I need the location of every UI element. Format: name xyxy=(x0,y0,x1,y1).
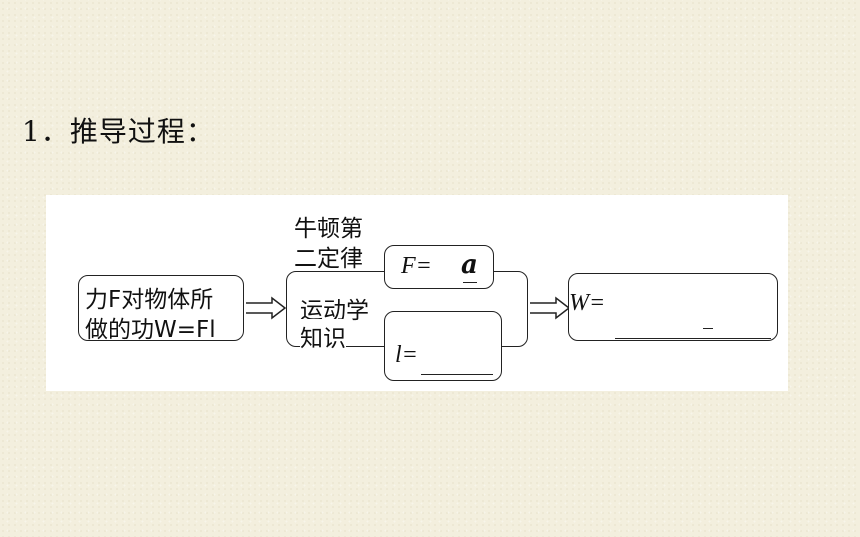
work-result-blank xyxy=(615,338,771,339)
arrow-right-icon xyxy=(530,296,571,320)
displacement-formula-prefix: l= xyxy=(395,342,418,368)
work-definition-box: 力F对物体所 做的功W=Fl xyxy=(78,275,244,343)
force-formula-box: F= a xyxy=(384,245,494,289)
force-formula-prefix: F= xyxy=(401,253,432,279)
work-definition-line1: 力F对物体所 xyxy=(85,287,214,313)
newton-law-label-line2: 二定律 xyxy=(294,246,363,272)
force-formula-value: a xyxy=(461,250,478,280)
page-heading: 1．推导过程： xyxy=(22,115,215,148)
displacement-formula-box: l= xyxy=(384,311,502,381)
derivation-diagram: 力F对物体所 做的功W=Fl 牛顿第 二定律 运动学 知识 F= a l= W= xyxy=(46,195,788,391)
work-definition-line2: 做的功W=Fl xyxy=(85,317,216,343)
arrow-right-icon xyxy=(246,296,287,320)
kinematics-label-line2: 知识 xyxy=(300,319,346,353)
newton-law-label-line1: 牛顿第 xyxy=(294,216,363,242)
work-result-tick xyxy=(703,328,713,329)
work-result-box: W= xyxy=(568,273,778,341)
work-result-prefix: W= xyxy=(569,290,606,316)
displacement-formula-blank xyxy=(421,374,493,375)
force-formula-blank xyxy=(463,282,477,283)
